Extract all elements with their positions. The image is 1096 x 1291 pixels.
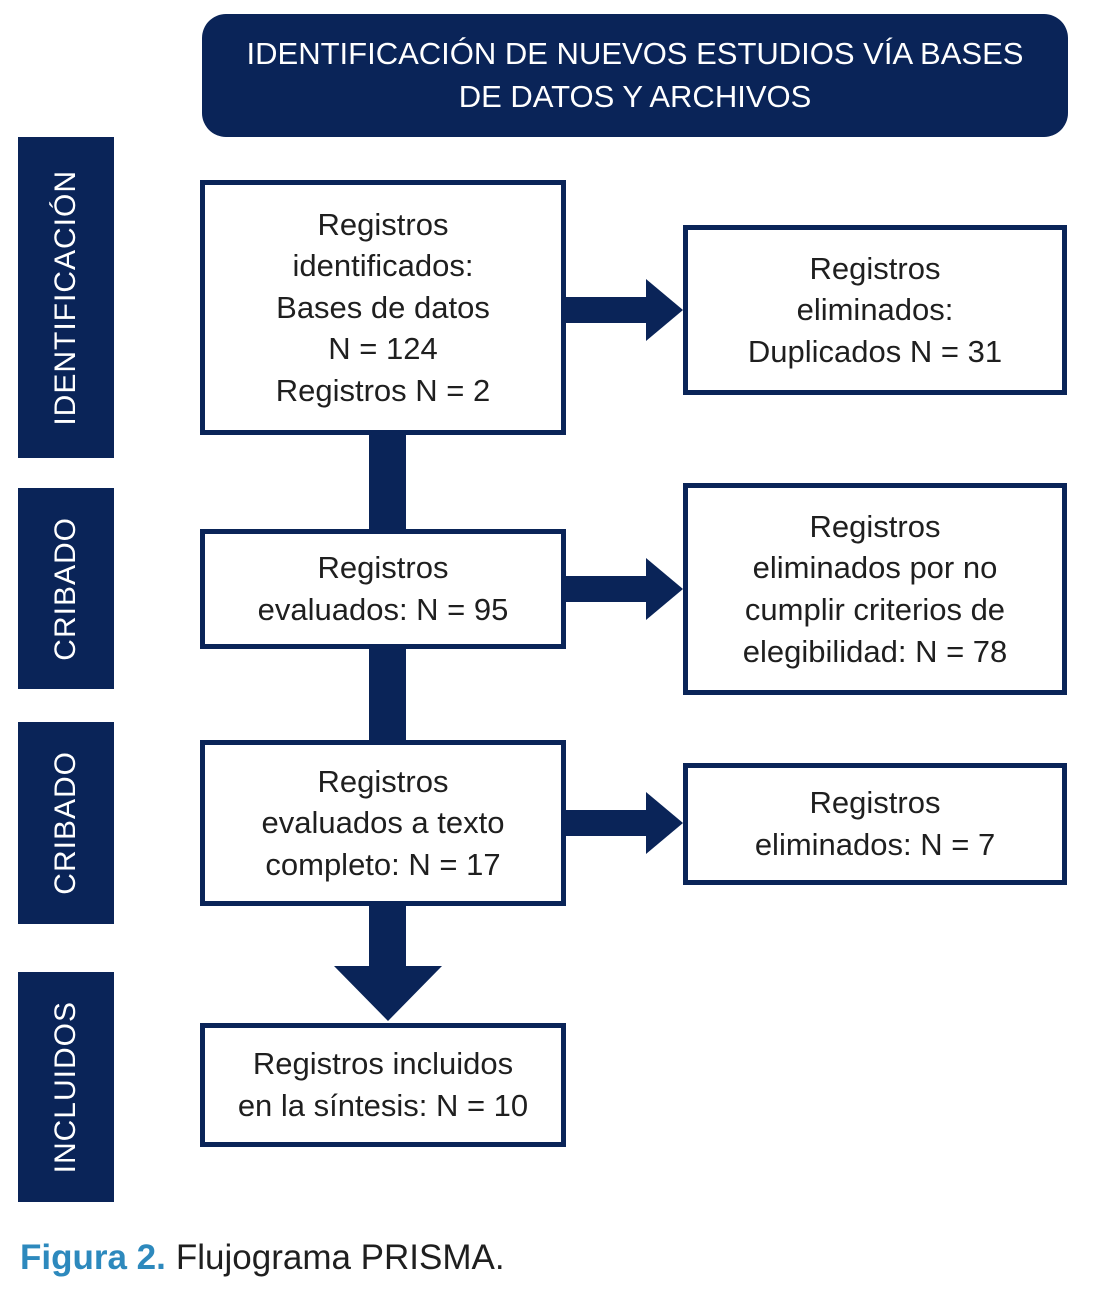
down-arrow-shaft	[369, 906, 406, 968]
stage-label-incluidos: INCLUIDOS	[18, 972, 114, 1202]
diagram-header: IDENTIFICACIÓN DE NUEVOS ESTUDIOS VÍA BA…	[202, 14, 1068, 137]
stage-label-text: IDENTIFICACIÓN	[49, 169, 82, 426]
stage-label-text: INCLUIDOS	[49, 1000, 82, 1174]
flow-box-registros-identificados: Registros identificados: Bases de datos …	[200, 180, 566, 435]
right-arrow-icon-1	[646, 279, 683, 341]
flow-box-registros-evaluados: Registros evaluados: N = 95	[200, 529, 566, 649]
figure-caption-label: Figura 2.	[20, 1238, 166, 1277]
stage-label-cribado-1: CRIBADO	[18, 488, 114, 689]
stage-label-text: CRIBADO	[49, 516, 82, 661]
right-arrow-icon-2	[646, 558, 683, 620]
connector-down-2	[369, 649, 406, 741]
stage-label-identificacion: IDENTIFICACIÓN	[18, 137, 114, 458]
figure-caption-text: Flujograma PRISMA.	[175, 1238, 505, 1277]
down-arrow-icon	[334, 966, 442, 1021]
right-arrow-shaft-2	[566, 576, 647, 602]
stage-label-text: CRIBADO	[49, 751, 82, 895]
stage-label-cribado-2: CRIBADO	[18, 722, 114, 924]
right-arrow-shaft-1	[566, 297, 647, 323]
figure-caption: Figura 2.Flujograma PRISMA.	[20, 1238, 1020, 1278]
right-arrow-icon-3	[646, 792, 683, 854]
right-arrow-shaft-3	[566, 810, 647, 836]
flow-box-eliminados-elegibilidad: Registros eliminados por no cumplir crit…	[683, 483, 1067, 695]
flow-box-texto-completo: Registros evaluados a texto completo: N …	[200, 740, 566, 906]
flow-box-incluidos-sintesis: Registros incluidos en la síntesis: N = …	[200, 1023, 566, 1147]
flow-box-eliminados-texto: Registros eliminados: N = 7	[683, 763, 1067, 885]
flow-box-eliminados-duplicados: Registros eliminados: Duplicados N = 31	[683, 225, 1067, 395]
diagram-header-title: IDENTIFICACIÓN DE NUEVOS ESTUDIOS VÍA BA…	[246, 35, 1024, 114]
connector-down-1	[369, 435, 406, 530]
